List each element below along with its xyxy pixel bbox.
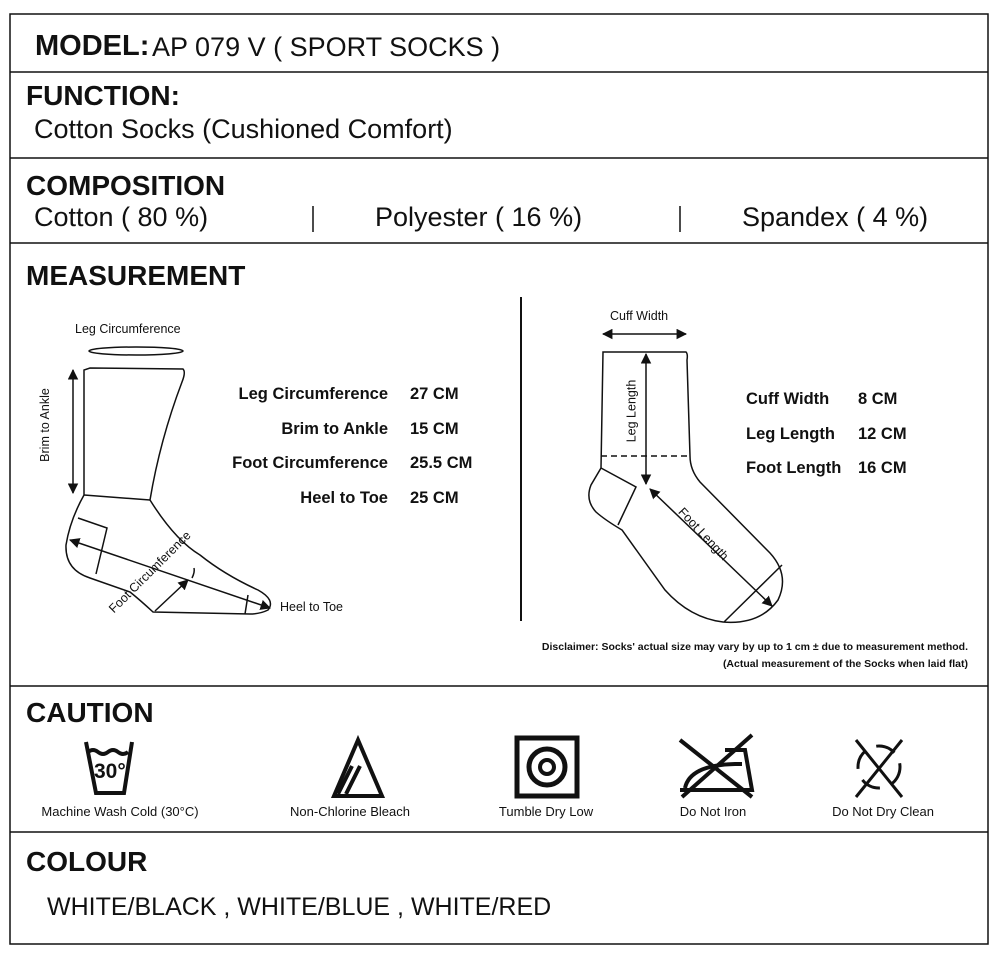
measurement-heading: MEASUREMENT — [26, 260, 246, 291]
measure-label: Heel to Toe — [300, 489, 388, 507]
diagram-label: Heel to Toe — [280, 600, 344, 614]
care-label: Non-Chlorine Bleach — [290, 804, 410, 819]
tumble-dry-low-icon — [514, 735, 580, 799]
measure-label: Leg Circumference — [238, 385, 388, 403]
crew-sock-diagram — [65, 346, 272, 615]
model-label: MODEL: — [35, 30, 150, 62]
do-not-iron-icon — [678, 733, 755, 799]
function-heading: FUNCTION: — [26, 80, 180, 111]
composition-item: Polyester ( 16 %) — [375, 202, 583, 232]
non-chlorine-bleach-icon — [330, 734, 386, 798]
composition-item: Spandex ( 4 %) — [742, 202, 929, 232]
measure-value: 12 CM — [858, 425, 907, 443]
function-value: Cotton Socks (Cushioned Comfort) — [34, 114, 453, 144]
measure-label: Leg Length — [746, 425, 835, 443]
measure-value: 16 CM — [858, 459, 907, 477]
measure-label: Foot Circumference — [232, 454, 388, 472]
measure-value: 8 CM — [858, 390, 898, 408]
care-label: Do Not Dry Clean — [832, 804, 934, 819]
measure-value: 15 CM — [410, 420, 459, 438]
care-label: Machine Wash Cold (30°C) — [41, 804, 199, 819]
composition-heading: COMPOSITION — [26, 170, 226, 201]
measure-label: Cuff Width — [746, 390, 830, 408]
diagram-label: Leg Circumference — [75, 322, 181, 336]
measure-value: 25.5 CM — [410, 454, 473, 472]
disclaimer: Disclaimer: Socks' actual size may vary … — [541, 641, 968, 653]
diagram-label: Cuff Width — [610, 309, 669, 323]
disclaimer-note: (Actual measurement of the Socks when la… — [722, 658, 968, 670]
colour-value: WHITE/BLACK , WHITE/BLUE , WHITE/RED — [47, 893, 552, 921]
measure-label: Foot Length — [746, 459, 842, 477]
wash-30-icon — [84, 741, 134, 795]
measure-value: 27 CM — [410, 385, 459, 403]
care-label: Do Not Iron — [679, 804, 747, 819]
ankle-sock-diagram — [588, 328, 784, 624]
diagram-label: Brim to Ankle — [37, 388, 52, 462]
diagram-label: Leg Length — [624, 379, 639, 443]
model-value: AP 079 V ( SPORT SOCKS ) — [152, 32, 501, 62]
measure-value: 25 CM — [410, 489, 459, 507]
measure-label: Brim to Ankle — [281, 420, 388, 438]
composition-item: Cotton ( 80 %) — [34, 202, 209, 232]
colour-heading: COLOUR — [26, 846, 148, 877]
do-not-dry-clean-icon — [854, 739, 904, 798]
caution-heading: CAUTION — [26, 697, 154, 728]
care-label: Tumble Dry Low — [498, 804, 594, 819]
wash-temp: 30° — [94, 760, 126, 783]
